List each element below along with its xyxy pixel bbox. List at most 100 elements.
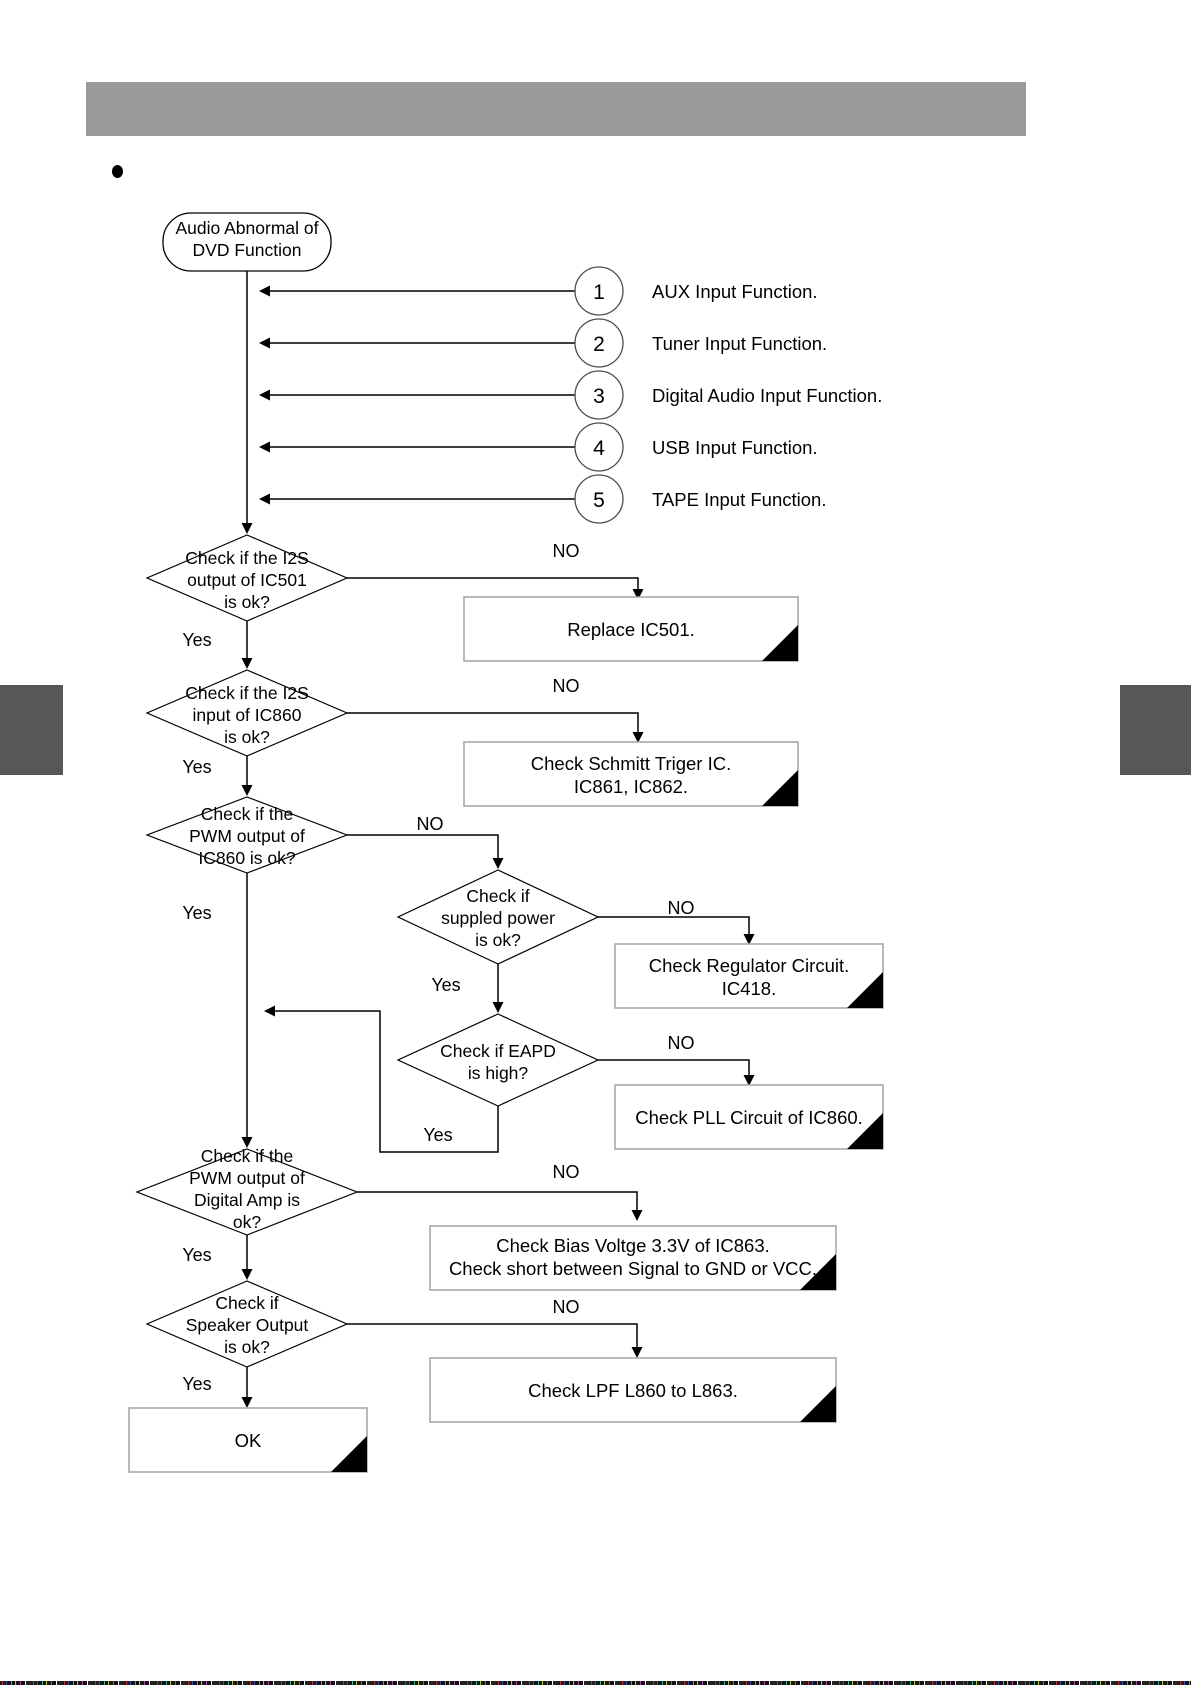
d6-no-path [357,1191,638,1213]
legend-number-4: 4 [593,437,605,460]
d2-yes-label: Yes [182,757,211,777]
d3-no-label: NO [417,814,444,834]
a3-line-2: IC418. [722,978,777,999]
d1-no-arrow [632,589,644,600]
decision-d4: Check if suppled power is ok? [396,869,600,965]
start-node: Audio Abnormal of DVD Function [162,212,332,272]
d7-no-arrow [631,1347,643,1358]
a3-line-1: Check Regulator Circuit. [649,955,850,976]
d2-yes-arrow [241,785,253,796]
d2-line-2: input of IC860 [193,705,302,725]
d5-no-arrow [743,1075,755,1086]
action-a7-ok: OK [128,1407,368,1473]
legend-text-2: Tuner Input Function. [652,333,827,354]
d3-no-arrow [492,858,504,869]
a2-line-2: IC861, IC862. [574,776,688,797]
a5-line-2: Check short between Signal to GND or VCC… [449,1258,817,1279]
d7-no-path [347,1323,638,1350]
decision-d2: Check if the I2S input of IC860 is ok? [145,669,349,757]
d2-no-path [347,712,639,735]
d6-line-1: Check if the [201,1146,293,1166]
d2-no-arrow [632,732,644,743]
start-node-line-1: Audio Abnormal of [175,218,318,238]
d1-line-2: output of IC501 [187,570,307,590]
d5-line-1: Check if EAPD [440,1041,556,1061]
d4-no-arrow [743,934,755,945]
d2-line-1: Check if the I2S [185,683,309,703]
d7-line-3: is ok? [224,1337,270,1357]
legend-number-5: 5 [593,489,605,512]
decision-d5: Check if EAPD is high? [396,1013,600,1107]
header-gray-bar [86,82,1026,136]
legend-item-1: 1 AUX Input Function. [259,266,818,316]
a7-line-1: OK [235,1430,262,1451]
legend-group: 1 AUX Input Function. 2 Tuner Input Func… [259,266,882,524]
bullet-marker-icon [112,165,123,178]
d3-yes-label: Yes [182,903,211,923]
d1-no-path [347,577,639,592]
action-a6: Check LPF L860 to L863. [429,1357,837,1423]
d4-no-path [598,916,750,937]
page-tab-left [0,685,63,775]
legend-number-3: 3 [593,385,605,408]
d4-yes-arrow [492,1002,504,1013]
a6-line-1: Check LPF L860 to L863. [528,1380,738,1401]
decision-d1: Check if the I2S output of IC501 is ok? [145,534,349,622]
d4-line-3: is ok? [475,930,521,950]
d2-no-label: NO [553,676,580,696]
d7-yes-label: Yes [182,1374,211,1394]
action-a5: Check Bias Voltge 3.3V of IC863. Check s… [429,1225,837,1291]
a2-line-1: Check Schmitt Triger IC. [531,753,731,774]
legend-text-5: TAPE Input Function. [652,489,826,510]
d4-line-1: Check if [466,886,529,906]
d6-no-label: NO [553,1162,580,1182]
d6-line-3: Digital Amp is [194,1190,300,1210]
a1-line-1: Replace IC501. [567,619,695,640]
d2-line-3: is ok? [224,727,270,747]
legend-item-2: 2 Tuner Input Function. [259,318,827,368]
d6-no-arrow [631,1210,643,1221]
a5-line-1: Check Bias Voltge 3.3V of IC863. [496,1235,770,1256]
d5-yes-label: Yes [423,1125,452,1145]
action-a1: Replace IC501. [463,596,799,662]
action-a3: Check Regulator Circuit. IC418. [614,943,884,1009]
d5-line-2: is high? [468,1063,529,1083]
a4-line-1: Check PLL Circuit of IC860. [635,1107,863,1128]
d6-line-2: PWM output of [189,1168,305,1188]
d4-yes-label: Yes [431,975,460,995]
scan-noise-strip [0,1681,1191,1685]
d6-yes-arrow [241,1269,253,1280]
d7-yes-arrow [241,1397,253,1408]
legend-text-3: Digital Audio Input Function. [652,385,882,406]
d3-line-2: PWM output of [189,826,305,846]
action-a2: Check Schmitt Triger IC. IC861, IC862. [463,741,799,807]
legend-item-3: 3 Digital Audio Input Function. [259,370,882,420]
d6-line-4: ok? [233,1212,261,1232]
decision-d6: Check if the PWM output of Digital Amp i… [135,1146,359,1236]
d4-line-2: suppled power [441,908,555,928]
d3-yes-arrow [241,1137,253,1148]
page-tab-right [1120,685,1191,775]
action-a4: Check PLL Circuit of IC860. [614,1084,884,1150]
d5-no-label: NO [668,1033,695,1053]
decision-d7: Check if Speaker Output is ok? [145,1280,349,1368]
legend-number-1: 1 [593,281,605,304]
d3-line-3: IC860 is ok? [198,848,296,868]
d3-no-path [347,834,499,861]
d1-yes-arrow [241,658,253,669]
start-node-line-2: DVD Function [193,240,302,260]
d1-line-3: is ok? [224,592,270,612]
decision-d3: Check if the PWM output of IC860 is ok? [145,796,349,874]
d5-yes-feedback-path [272,1010,499,1153]
d3-line-1: Check if the [201,804,293,824]
arrow-into-d1 [241,523,253,534]
d5-no-path [598,1059,750,1078]
legend-number-2: 2 [593,333,605,356]
d5-yes-arrow [264,1005,275,1017]
legend-item-5: 5 TAPE Input Function. [259,474,826,524]
d4-no-label: NO [668,898,695,918]
legend-text-4: USB Input Function. [652,437,818,458]
legend-text-1: AUX Input Function. [652,281,818,302]
